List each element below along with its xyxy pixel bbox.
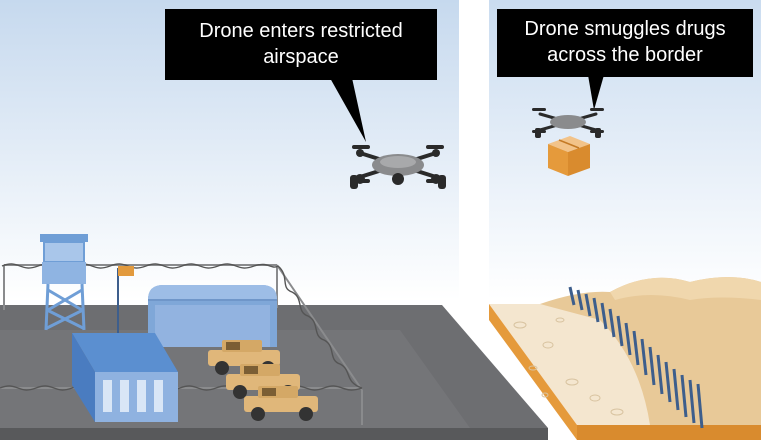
- callout-pointer-left: [330, 78, 366, 142]
- package-icon: [548, 136, 590, 176]
- panel-divider: [459, 0, 489, 305]
- callout-left-line1: Drone enters restricted: [199, 20, 403, 42]
- dune-highlight: [610, 277, 761, 300]
- flag: [117, 266, 134, 335]
- desert-side: [489, 304, 577, 440]
- main-building: [72, 333, 178, 422]
- pebbles: [513, 317, 624, 416]
- callout-right-line1: Drone smuggles drugs: [524, 18, 726, 40]
- callout-pointer-right: [588, 75, 604, 110]
- callout-smuggling: Drone smuggles drugs across the border: [497, 9, 753, 77]
- border-fence: [568, 286, 704, 429]
- desert-front: [577, 425, 761, 440]
- callout-left-line2: airspace: [263, 46, 339, 68]
- guard-tower: [40, 234, 88, 331]
- ground-edge: [0, 428, 548, 440]
- vehicle-3: [244, 386, 318, 421]
- smuggling-drone-icon: [532, 108, 604, 138]
- callout-restricted-airspace: Drone enters restricted airspace: [165, 9, 437, 80]
- hangar-building: [148, 285, 277, 347]
- drone-icon: [350, 145, 446, 189]
- callout-right-line2: across the border: [547, 44, 703, 66]
- military-vehicles: [208, 340, 318, 421]
